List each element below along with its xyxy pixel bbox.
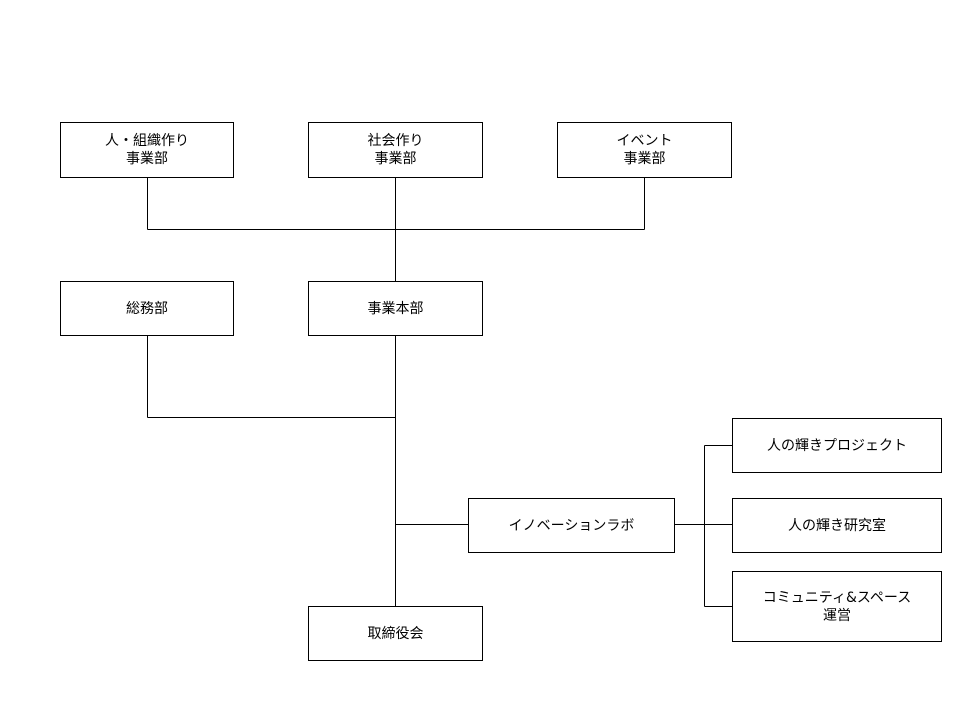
node-label-line1: 社会作り [367, 133, 424, 149]
node-label: 人の輝き研究室 [788, 517, 886, 534]
node-shakai-jigyobu: 社会作り 事業部 [308, 122, 483, 178]
node-hito-soshiki-jigyobu: 人・組織作り 事業部 [60, 122, 234, 178]
node-label: 事業本部 [367, 300, 424, 317]
node-label-line1: コミュニティ&スペース [762, 589, 912, 606]
node-label-line2: 運営 [823, 607, 851, 624]
node-board-of-directors: 取締役会 [308, 606, 483, 661]
node-label-line2: 事業部 [126, 151, 168, 167]
node-label: 総務部 [126, 300, 168, 317]
node-innovation-lab: イノベーションラボ [468, 498, 675, 553]
node-somubu: 総務部 [60, 281, 234, 336]
node-label-line2: 事業部 [374, 151, 417, 167]
node-jigyo-honbu: 事業本部 [308, 281, 483, 336]
node-label-line1: イベント [616, 133, 673, 149]
node-label-line2: 事業部 [623, 151, 666, 167]
node-label: イノベーションラボ [508, 517, 635, 534]
node-label: 人の輝きプロジェクト [767, 437, 907, 454]
node-event-jigyobu: イベント 事業部 [557, 122, 732, 178]
node-kagayaki-project: 人の輝きプロジェクト [732, 418, 942, 473]
node-kagayaki-lab: 人の輝き研究室 [732, 498, 942, 553]
node-label-line1: 人・組織作り [105, 133, 189, 149]
node-community-space: コミュニティ&スペース 運営 [732, 571, 942, 642]
node-label: 取締役会 [367, 625, 424, 642]
